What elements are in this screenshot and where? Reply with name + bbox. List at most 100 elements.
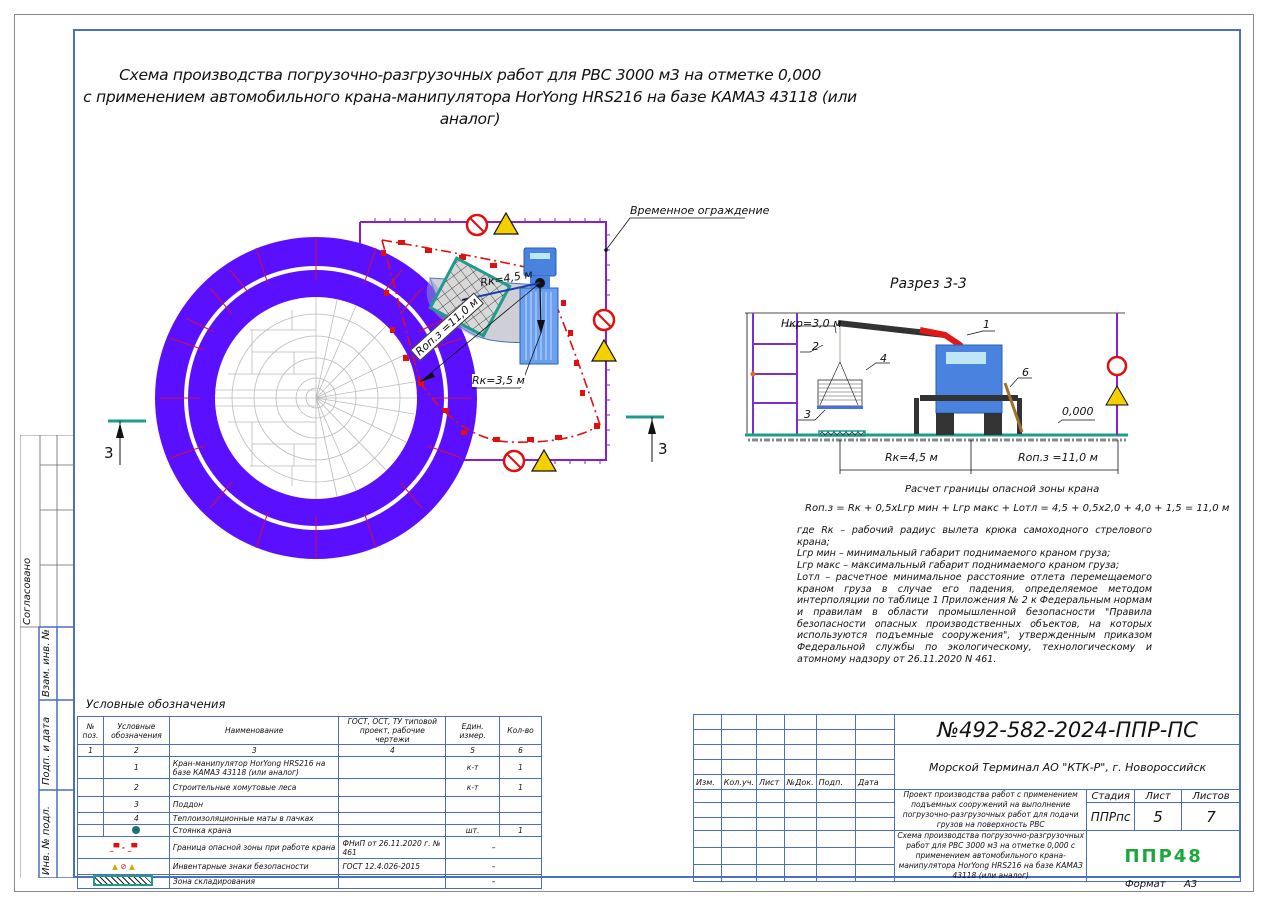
legend-row: ▲ ⊘ ▲ Инвентарные знаки безопасности ГОС… [77, 858, 542, 875]
callout-6: 6 [1022, 366, 1029, 379]
calc-formula: Rоп.з = Rк + 0,5хLгр мин + Lгр макс + Lо… [805, 503, 1230, 514]
change-header: Изм. [693, 774, 722, 790]
legend-header: № поз. [77, 716, 104, 745]
format-label: Формат [1125, 879, 1166, 890]
legend-unit: к-т [445, 778, 501, 797]
legend-doc [338, 756, 447, 779]
format-value: А3 [1184, 879, 1198, 890]
inv-original-label: Инв. № подл. [41, 806, 52, 875]
sheets-label: Листов [1180, 789, 1242, 803]
legend-unit: – [445, 858, 542, 875]
company-logo: ППР48 [1086, 830, 1241, 882]
calc-explanation: где Rк – рабочий радиус вылета крюка сам… [797, 525, 1152, 665]
elevation-mark: 0,000 [1062, 405, 1094, 418]
title-line-1: Схема производства погрузочно-разгрузочн… [119, 66, 821, 84]
legend-name: Инвентарные знаки безопасности [168, 858, 340, 875]
crane-truck-plan [519, 247, 559, 365]
document-number: №492-582-2024-ППР-ПС [894, 714, 1241, 745]
legend-row: Зона складирования – [77, 874, 542, 889]
legend-row: 2 Строительные хомутовые леса к-т 1 [77, 778, 542, 797]
calc-line: Lгр макс – максимальный габарит поднимае… [797, 560, 1120, 572]
callout-2: 2 [812, 340, 819, 353]
danger-line-icon: _▀ - _▀ [77, 836, 170, 859]
legend-col-number: 3 [168, 744, 340, 757]
fence-label: Временное ограждение [630, 204, 770, 217]
legend-symbol: 1 [102, 756, 170, 779]
legend-unit [445, 812, 501, 825]
legend-row: 4 Теплоизоляционные маты в пачках [77, 812, 542, 825]
organization: Морской Терминал АО "КТК-Р", г. Новоросс… [894, 744, 1241, 790]
legend-col-number: 5 [445, 744, 501, 757]
legend-doc: ФНиП от 26.11.2020 г. № 461 [338, 836, 447, 859]
legend-unit: – [445, 874, 542, 889]
sheet-outer-border [14, 14, 1254, 892]
legend-row: 1 Кран-манипулятор HorYong HRS216 на баз… [77, 756, 542, 779]
change-header: Подп. [815, 774, 856, 790]
title-line-2: с применением автомобильного крана-манип… [83, 88, 857, 128]
dim-rk: Rк=4,5 м [885, 451, 938, 464]
warning-sign-icon [492, 211, 618, 472]
section-mark-right [626, 415, 664, 462]
inv-replace-label: Взам. инв. № [41, 629, 52, 697]
legend-symbol: 4 [102, 812, 170, 825]
legend-col-number: 4 [338, 744, 447, 757]
section-mark-left-label: 3 [104, 444, 114, 462]
callout-3: 3 [804, 408, 811, 421]
legend-unit: шт. [445, 824, 501, 837]
legend-symbol: 2 [102, 778, 170, 797]
prohibition-sign-icon [465, 213, 616, 473]
legend-doc [338, 824, 447, 837]
legend-doc [338, 778, 447, 797]
legend-table: № поз. Условные обозначения Наименование… [77, 716, 542, 889]
drawing-title: Схема производства погрузочно-разгрузочн… [80, 64, 860, 130]
safety-signs-icon: ▲ ⊘ ▲ [77, 858, 170, 875]
calc-title: Расчет границы опасной зоны крана [905, 484, 1100, 495]
legend-qty: 1 [499, 778, 542, 797]
section-title: Разрез 3-3 [890, 276, 967, 292]
stage-value: ППРпс [1086, 802, 1136, 831]
legend-name: Стоянка крана [168, 824, 340, 837]
calc-line: Lгр мин – минимальный габарит поднимаемо… [797, 548, 1111, 560]
hook-height-label: Нкр=3,0 м [781, 317, 842, 330]
danger-zone-boundary [381, 239, 601, 443]
calc-line: где Rк – рабочий радиус вылета крюка сам… [797, 525, 1152, 548]
legend-name: Кран-манипулятор HorYong HRS216 на базе … [168, 756, 340, 779]
legend-header: Кол-во [499, 716, 542, 745]
legend-name: Поддон [168, 796, 340, 813]
callout-1: 1 [983, 318, 990, 331]
calc-line: Lотл – расчетное минимальное расстояние … [797, 571, 1152, 665]
legend-qty: 1 [499, 756, 542, 779]
change-header: Дата [854, 774, 896, 790]
legend-row: 3 Поддон [77, 796, 542, 813]
legend-header-row: № поз. Условные обозначения Наименование… [77, 716, 542, 745]
legend-col-number: 2 [102, 744, 170, 757]
sheet-label: Лист [1134, 789, 1182, 803]
legend-row: Стоянка крана шт. 1 [77, 824, 542, 837]
legend-col-number: 1 [77, 744, 104, 757]
legend-header: Един. измер. [445, 716, 501, 745]
change-header: Кол.уч. [720, 774, 757, 790]
legend-header: ГОСТ, ОСТ, ТУ типовой проект, рабочие че… [338, 716, 447, 745]
legend-title: Условные обозначения [86, 697, 226, 711]
sheet-value: 5 [1134, 802, 1182, 831]
side-stamp: Согласовано Взам. инв. № Подп. и дата Ин… [20, 435, 74, 878]
legend-qty: 1 [499, 824, 542, 837]
legend-name: Граница опасной зоны при работе крана [168, 836, 340, 859]
agreed-label: Согласовано [22, 557, 33, 625]
legend-unit: к-т [445, 756, 501, 779]
legend-header: Наименование [168, 716, 340, 745]
legend-name: Теплоизоляционные маты в пачках [168, 812, 340, 825]
storage-zone-icon [77, 874, 170, 889]
legend-doc: ГОСТ 12.4.026-2015 [338, 858, 447, 875]
change-header: №Док. [783, 774, 817, 790]
legend-doc [338, 812, 447, 825]
tank-rvs-3000 [155, 237, 477, 559]
section-mark-right-label: 3 [658, 440, 668, 458]
change-header: Лист [755, 774, 785, 790]
sheets-value: 7 [1180, 802, 1242, 831]
project-name: Проект производства работ с применением … [894, 789, 1088, 831]
crane-stand-icon [102, 824, 170, 837]
drawing-frame [73, 29, 1241, 878]
legend-name: Зона складирования [168, 874, 340, 889]
